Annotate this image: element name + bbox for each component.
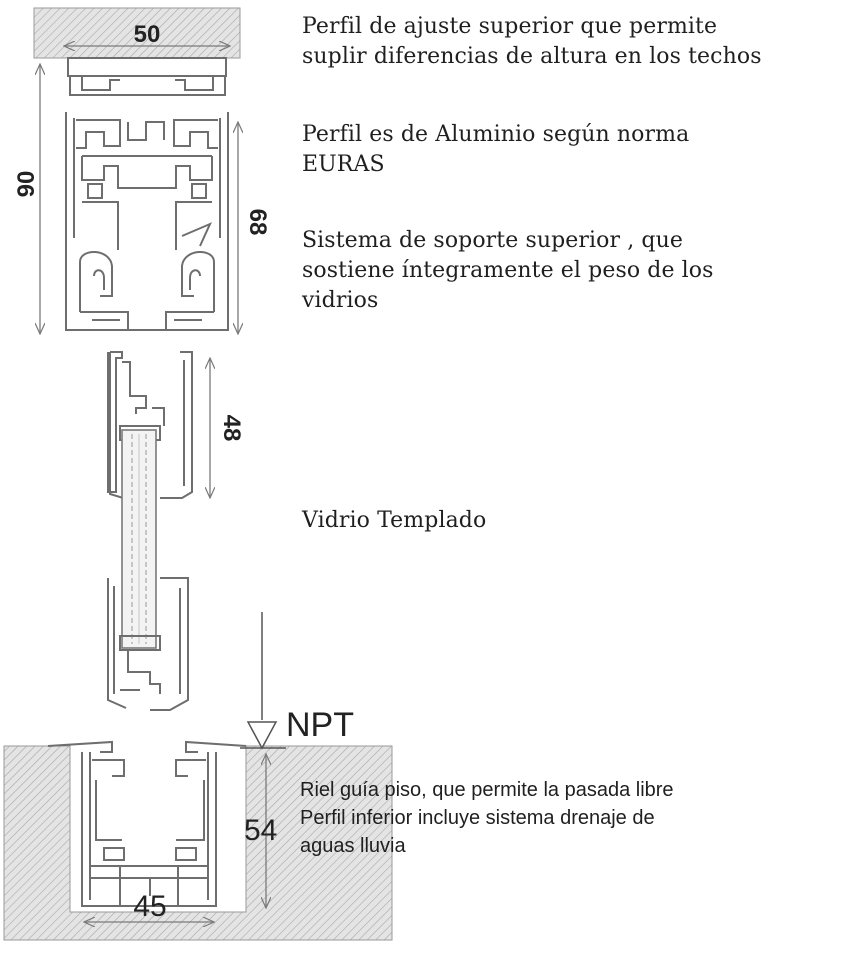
npt-label: NPT [286,706,354,744]
note-aluminium: Perfil es de Aluminio según norma EURAS [302,122,690,177]
upper-glass-clip [107,351,193,501]
dim-label-top-width: 50 [134,21,161,48]
note-floor-rail: Riel guía piso, que permite la pasada li… [300,779,674,857]
tempered-glass-pane [121,429,157,649]
dim-label-total-height: 90 [13,171,40,198]
dim-label-floor-width: 45 [133,890,166,923]
floor-guide-rail [47,740,247,907]
note-adjust-profile: Perfil de ajuste superior que permite su… [302,14,762,69]
note-top-support: Sistema de soporte superior , que sostie… [302,228,714,313]
upper-support-profile [65,112,229,331]
note-glass: Vidrio Templado [302,508,487,533]
npt-level-marker [240,612,286,750]
dimension-lines [40,46,266,922]
upper-adjustment-profile [67,57,227,96]
dim-label-clip-height: 48 [218,415,245,442]
dim-label-floor-depth: 54 [244,814,277,847]
lower-glass-clip [107,577,189,711]
dim-label-support-height: 68 [244,209,271,236]
